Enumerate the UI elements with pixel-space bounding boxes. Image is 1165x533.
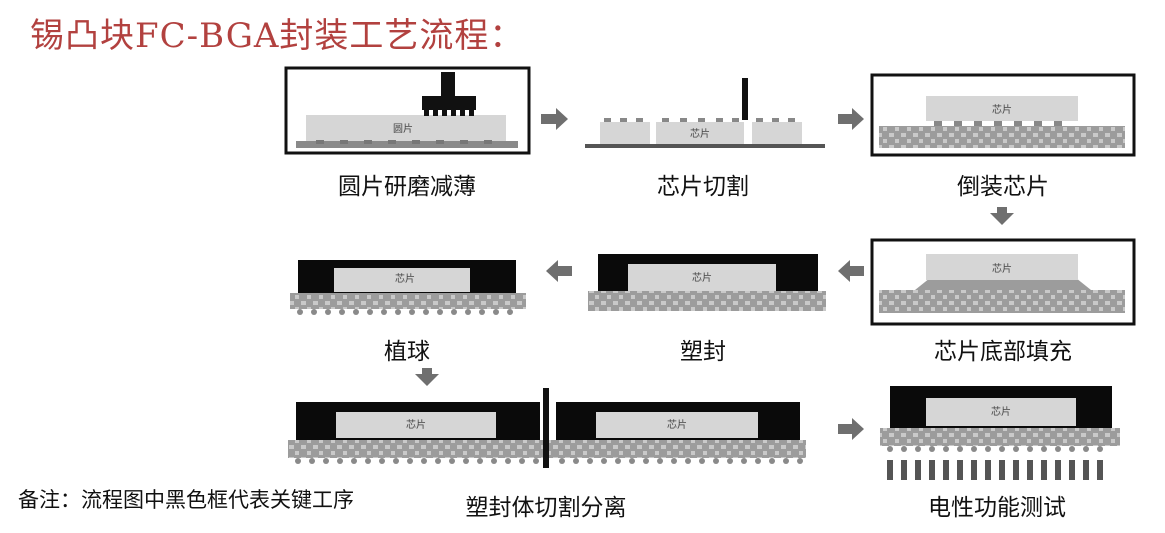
arrow-left-icon bbox=[838, 260, 864, 282]
step-dicing-graphic bbox=[585, 78, 825, 148]
chip-label-ball: 芯片 bbox=[395, 272, 415, 285]
chip-label-molding: 芯片 bbox=[692, 271, 712, 284]
step-label-electrical-test: 电性功能测试 bbox=[928, 495, 1066, 521]
chip-label-singulation-right: 芯片 bbox=[667, 418, 687, 431]
step-wafer-grinding-graphic bbox=[284, 66, 531, 155]
arrow-right-icon bbox=[838, 418, 864, 440]
arrow-right-icon bbox=[838, 108, 864, 130]
chip-label-underfill: 芯片 bbox=[992, 262, 1012, 275]
step-label-underfill: 芯片底部填充 bbox=[934, 339, 1072, 365]
step-label-flip-chip: 倒装芯片 bbox=[957, 174, 1049, 200]
step-singulation-graphic bbox=[288, 388, 806, 468]
step-label-wafer-grinding: 圆片研磨减薄 bbox=[338, 174, 476, 200]
chip-label-flip: 芯片 bbox=[992, 103, 1012, 116]
step-molding-graphic bbox=[588, 254, 826, 311]
chip-label-singulation-left: 芯片 bbox=[406, 418, 426, 431]
arrow-down-icon bbox=[990, 207, 1014, 225]
page-title: 锡凸块FC-BGA封装工艺流程： bbox=[30, 16, 525, 56]
step-flip-chip-graphic bbox=[870, 73, 1136, 157]
step-ball-mount-graphic bbox=[290, 260, 526, 315]
step-underfill-graphic bbox=[870, 238, 1136, 326]
legend-note: 备注：流程图中黑色框代表关键工序 bbox=[18, 488, 354, 512]
step-label-singulation: 塑封体切割分离 bbox=[465, 495, 627, 521]
chip-label-test: 芯片 bbox=[991, 405, 1011, 418]
wafer-label: 圆片 bbox=[393, 122, 413, 135]
step-label-ball-mount: 植球 bbox=[384, 339, 430, 365]
step-electrical-test-graphic bbox=[880, 386, 1120, 480]
step-label-dicing: 芯片切割 bbox=[657, 174, 749, 200]
step-label-molding: 塑封 bbox=[680, 339, 726, 365]
chip-label-dicing: 芯片 bbox=[690, 127, 710, 140]
arrow-right-icon bbox=[541, 108, 568, 130]
arrow-left-icon bbox=[546, 260, 572, 282]
arrow-down-icon bbox=[415, 368, 439, 386]
